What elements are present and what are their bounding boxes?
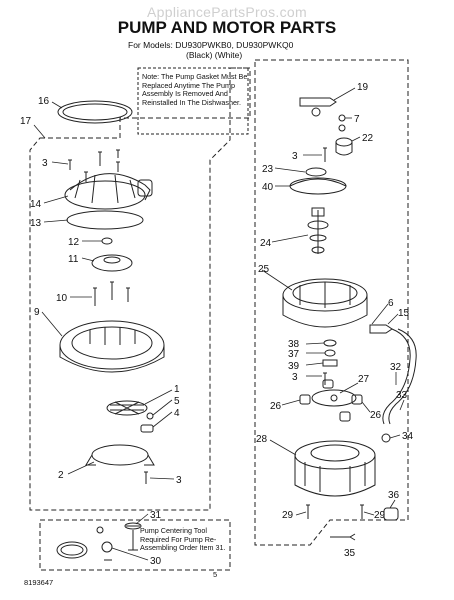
float-switch-part: [299, 97, 337, 117]
screw-3-right-mid: [323, 372, 327, 385]
callout-26: 26: [270, 401, 282, 412]
small-ball-part: [146, 412, 154, 420]
callout-37: 37: [288, 349, 300, 360]
housing-seal-part: [66, 210, 144, 230]
callout-5: 5: [174, 396, 180, 407]
callout-13: 13: [30, 218, 42, 229]
callout-27: 27: [358, 374, 370, 385]
screws-29: [306, 504, 364, 519]
model-colors: (Black) (White): [186, 50, 243, 60]
screw-3-right-top: [323, 147, 327, 162]
motor-28: [294, 440, 376, 497]
callout-26: 26: [370, 410, 382, 421]
callout-10: 10: [56, 293, 68, 304]
callout-34: 34: [402, 431, 414, 442]
page-title: PUMP AND MOTOR PARTS: [117, 18, 337, 37]
callout-6: 6: [388, 298, 394, 309]
callout-17: 17: [20, 116, 32, 127]
tool-small-parts: [96, 526, 113, 561]
callout-labels: 16 17 3 14 13 12 11 10 9 1 5 4 2 3 31 30…: [20, 82, 414, 567]
tool-boundary: [39, 519, 231, 571]
callout-23: 23: [262, 164, 274, 175]
pump-gasket-note: Note: The Pump Gasket Must Be Replaced A…: [142, 72, 248, 107]
washer-23: [305, 167, 327, 177]
seal-parts-38-37-39: [322, 339, 338, 367]
model-list: For Models: DU930PWKB0, DU930PWKQ0 (Blac…: [128, 40, 293, 60]
callout-22: 22: [362, 133, 374, 144]
model-line: For Models: DU930PWKB0, DU930PWKQ0: [128, 40, 294, 50]
callout-3: 3: [292, 151, 298, 162]
callout-7: 7: [354, 114, 360, 125]
callout-31: 31: [150, 510, 162, 521]
callout-35: 35: [344, 548, 356, 559]
callout-30: 30: [150, 556, 162, 567]
callout-25: 25: [258, 264, 270, 275]
callout-24: 24: [260, 238, 272, 249]
centering-tool-note: Pump Centering Tool Required For Pump Re…: [140, 526, 226, 553]
callout-29: 29: [374, 510, 386, 521]
note-box: [137, 67, 249, 135]
leader-lines: [33, 87, 405, 561]
impeller-part: [91, 254, 133, 272]
callout-2: 2: [58, 470, 64, 481]
mounting-plate-27: [311, 389, 357, 407]
wire-35: [330, 533, 356, 538]
callout-3: 3: [176, 475, 182, 486]
callout-40: 40: [262, 182, 274, 193]
fitting-36: [383, 507, 399, 521]
screws-top: [68, 149, 120, 182]
watermark: AppliancePartsPros.com: [147, 4, 307, 20]
page-number: 5: [213, 570, 218, 579]
callout-11: 11: [68, 254, 79, 265]
tool-ring-part: [56, 541, 88, 559]
cup-22: [335, 137, 353, 156]
callout-1: 1: [174, 384, 180, 395]
screw-bottom-left: [144, 471, 148, 484]
motor-cover-40: [289, 177, 347, 195]
drain-hose-part: [369, 324, 417, 443]
callout-14: 14: [30, 199, 42, 210]
document-id: 8193647: [24, 578, 54, 587]
callout-15: 15: [398, 308, 410, 319]
bolts-10: [93, 281, 130, 306]
callout-32: 32: [390, 362, 402, 373]
left-assembly-boundary: [29, 67, 251, 511]
callout-33: 33: [396, 390, 408, 401]
callout-38: 38: [288, 339, 300, 350]
callout-12: 12: [68, 237, 80, 248]
right-assembly-boundary: [254, 59, 409, 546]
pump-housing-part: [64, 173, 153, 210]
impeller-nut-part: [101, 237, 113, 245]
clip-part: [140, 424, 154, 433]
callout-28: 28: [256, 434, 268, 445]
sump-assembly-25: [282, 278, 368, 328]
callout-39: 39: [288, 361, 300, 372]
callout-3: 3: [42, 158, 48, 169]
mounting-bracket-part: [85, 444, 155, 466]
grommets-26: [299, 379, 363, 422]
filter-screen-part: [106, 400, 148, 416]
callout-36: 36: [388, 490, 400, 501]
pump-gasket-part: [57, 100, 133, 124]
callout-16: 16: [38, 96, 50, 107]
callout-19: 19: [357, 82, 369, 93]
callout-3: 3: [292, 372, 298, 383]
pump-base-part: [59, 320, 165, 373]
small-rings-7: [338, 114, 346, 132]
shaft-assembly-24: [307, 207, 329, 254]
centering-tool-part: [124, 522, 142, 551]
callout-9: 9: [34, 307, 40, 318]
callout-4: 4: [174, 408, 180, 419]
callout-29: 29: [282, 510, 294, 521]
